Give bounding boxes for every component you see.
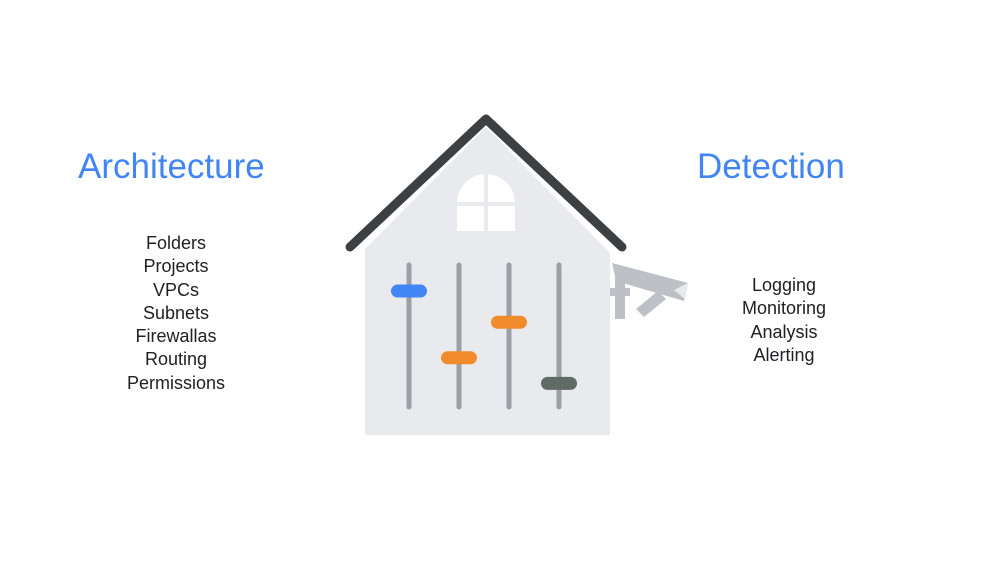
detection-list: Logging Monitoring Analysis Alerting: [723, 274, 845, 367]
house-icon: [345, 114, 688, 435]
list-item: Folders: [145, 233, 207, 253]
list-item: Subnets: [142, 302, 210, 323]
slider-3-knob: [491, 315, 527, 329]
architecture-heading: Architecture: [78, 147, 265, 186]
list-item: Permissions: [126, 372, 226, 393]
slider-group: [391, 262, 577, 410]
slider-1-knob: [391, 284, 427, 298]
architecture-list: Folders Projects VPCs Subnets Firewallas…: [106, 232, 246, 395]
list-item: Routing: [144, 349, 208, 370]
window-icon: [457, 173, 515, 231]
list-item: Analysis: [750, 321, 818, 342]
list-item: Projects: [143, 256, 209, 277]
security-camera-icon: [610, 263, 688, 319]
detection-heading: Detection: [697, 147, 845, 186]
slider-2-knob: [441, 351, 477, 365]
list-item: VPCs: [152, 279, 199, 300]
roof: [345, 114, 627, 252]
list-item: Monitoring: [741, 298, 827, 319]
house-wall: [365, 127, 610, 435]
slider-4-knob: [541, 376, 577, 390]
list-item: Logging: [751, 275, 817, 295]
list-item: Firewallas: [135, 326, 217, 347]
list-item: Alerting: [753, 344, 815, 365]
